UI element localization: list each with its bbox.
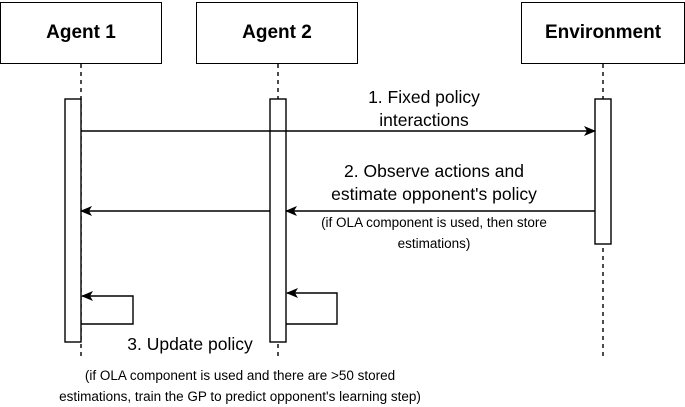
actor-agent-2: Agent 2 [196, 2, 358, 64]
actor-environment-label: Environment [544, 22, 662, 43]
activation-agent-1 [64, 98, 82, 343]
actor-agent-1: Agent 1 [0, 2, 162, 64]
self-loop-agent-1 [81, 291, 134, 325]
message-3-note-line-1: (if OLA component is used and there are … [84, 368, 396, 383]
message-2-label: 2. Observe actions and estimate opponent… [304, 160, 564, 206]
message-2-note: (if OLA component is used, then store es… [302, 212, 566, 254]
message-1-line-2: interactions [379, 110, 469, 130]
activation-environment [594, 98, 612, 245]
message-3-note-line-2: estimations, train the GP to predict opp… [59, 389, 421, 404]
message-1-label: 1. Fixed policy interactions [330, 86, 518, 132]
message-2-line-1: 2. Observe actions and [344, 161, 524, 181]
message-1-line-1: 1. Fixed policy [368, 87, 480, 107]
activation-agent-2 [269, 98, 287, 343]
message-2-note-line-2: estimations) [397, 236, 471, 251]
message-3-label: 3. Update policy [127, 334, 253, 354]
message-2-note-line-1: (if OLA component is used, then store [321, 215, 547, 230]
message-2-line-2: estimate opponent's policy [331, 184, 537, 204]
actor-agent-1-label: Agent 1 [46, 22, 116, 43]
message-3-note: (if OLA component is used and there are … [0, 365, 480, 407]
self-loop-agent-2 [286, 288, 338, 325]
actor-environment: Environment [521, 2, 685, 64]
actor-agent-2-label: Agent 2 [242, 22, 312, 43]
